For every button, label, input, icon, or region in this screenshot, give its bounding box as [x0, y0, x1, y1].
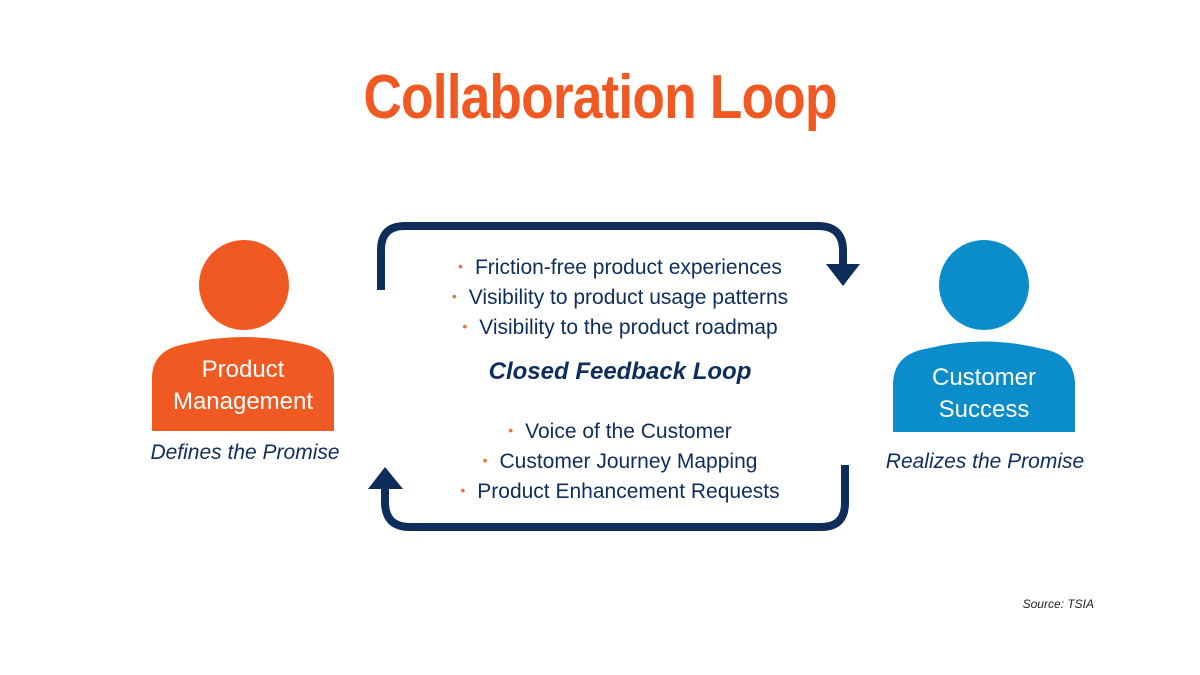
list-item: •Visibility to product usage patterns: [451, 286, 789, 309]
bullet-icon: •: [482, 452, 488, 468]
product-management-caption: Defines the Promise: [150, 441, 340, 464]
list-item: •Product Enhancement Requests: [460, 480, 780, 503]
bottom-arrow-shaft: [381, 465, 849, 531]
pm-body: [152, 337, 334, 431]
pm-head: [199, 240, 289, 330]
bullet-icon: •: [451, 288, 457, 304]
product-management-label: Product Management: [152, 354, 334, 418]
bottom-arrowhead-icon: [368, 467, 403, 489]
top-arrowhead-icon: [826, 264, 860, 286]
loop-title: Closed Feedback Loop: [488, 358, 752, 385]
list-item: •Visibility to the product roadmap: [462, 316, 778, 339]
pm-label-line2: Management: [172, 388, 314, 415]
bullet-icon: •: [462, 318, 468, 334]
customer-success-label: Customer Success: [893, 362, 1075, 426]
top-arrow-shaft: [377, 222, 847, 290]
bottom-loop-arrow: [368, 465, 849, 531]
bullet-icon: •: [458, 258, 463, 274]
cs-head: [939, 240, 1029, 330]
bullet-icon: •: [460, 482, 466, 498]
bottom-bullet-list: •Voice of the Customer •Customer Journey…: [380, 416, 860, 506]
cs-label-line2: Success: [938, 396, 1030, 423]
cs-body: [893, 341, 1075, 432]
customer-success-caption: Realizes the Promise: [885, 450, 1085, 473]
page-title: Collaboration Loop: [363, 63, 837, 132]
source-note: Source: TSIA: [1022, 597, 1094, 611]
top-bullet-list: •Friction-free product experiences •Visi…: [380, 252, 860, 342]
list-item: •Voice of the Customer: [508, 420, 732, 443]
list-item: •Friction-free product experiences: [458, 256, 782, 279]
pm-label-line1: Product: [201, 356, 285, 383]
customer-success-person-icon: [893, 240, 1075, 432]
bullet-icon: •: [508, 422, 514, 438]
top-loop-arrow: [377, 222, 860, 290]
list-item: •Customer Journey Mapping: [482, 450, 758, 473]
cs-label-line1: Customer: [931, 364, 1037, 391]
product-management-person-icon: [152, 240, 334, 431]
